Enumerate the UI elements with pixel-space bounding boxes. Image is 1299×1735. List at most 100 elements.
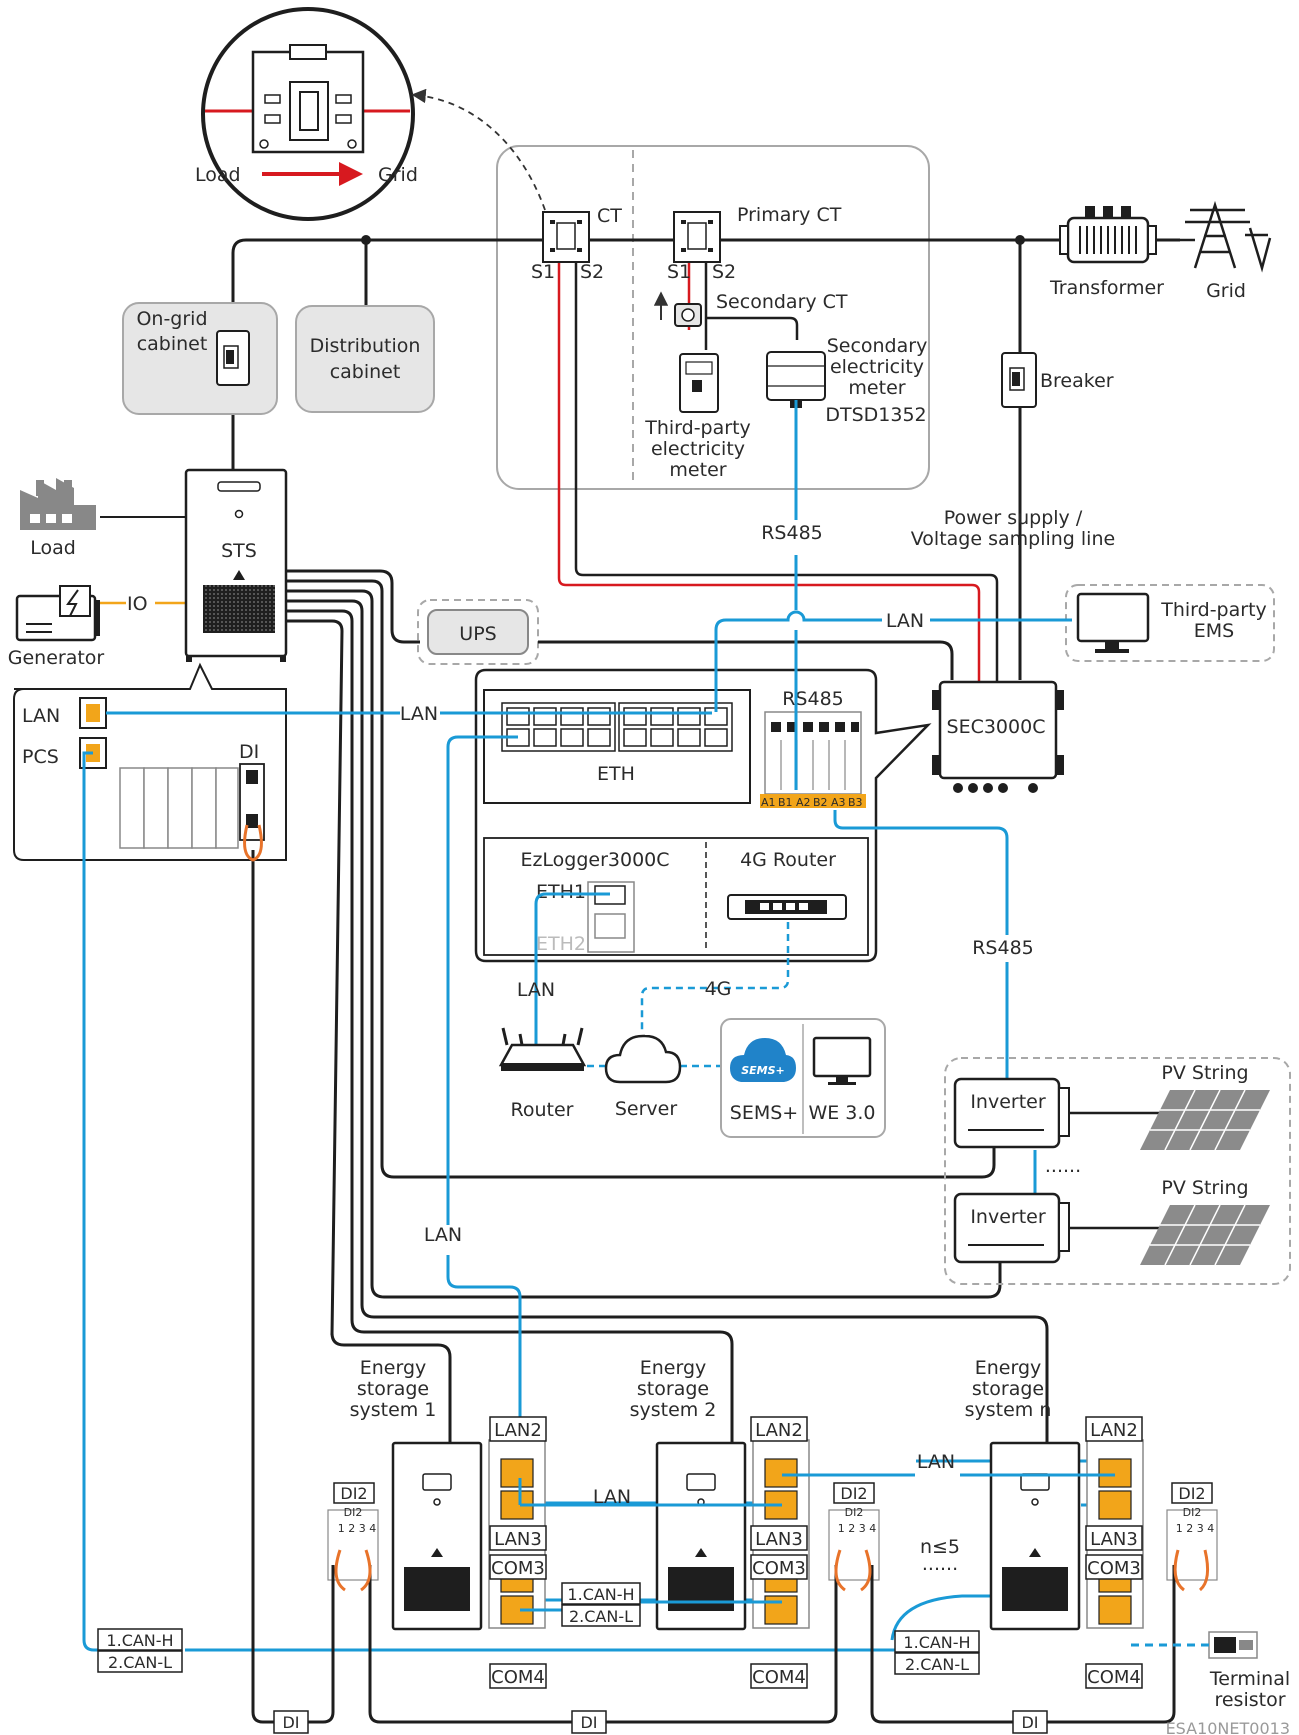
third-party-meter-line3: meter xyxy=(669,459,726,481)
can-h-2: 1.CAN-H xyxy=(567,1585,634,1604)
essn-di2-label: DI2 xyxy=(1178,1484,1205,1503)
can-h-1: 1.CAN-H xyxy=(106,1631,173,1650)
ess-count-dots: ...... xyxy=(922,1553,958,1575)
di-orange-wires xyxy=(243,824,1210,1592)
ct-s2-label: S2 xyxy=(580,261,604,283)
router-4g-device xyxy=(727,894,847,920)
rs485-terminal-label: RS485 xyxy=(782,688,844,710)
io-label: IO xyxy=(127,593,148,615)
third-party-meter-line2: electricity xyxy=(651,438,745,460)
essn-title-1: Energy xyxy=(975,1357,1042,1379)
di-tag-1: DI xyxy=(282,1713,299,1732)
ess1-title-1: Energy xyxy=(360,1357,427,1379)
ess-1-cabinet xyxy=(391,1441,483,1631)
ct-signal-wires xyxy=(557,260,999,682)
sts-cabinet xyxy=(184,468,288,662)
generator-icon xyxy=(15,585,100,642)
eth1-label: ETH1 xyxy=(536,881,586,903)
ess1-lan2: LAN2 xyxy=(494,1420,542,1441)
we-label: WE 3.0 xyxy=(808,1102,875,1124)
ezlogger-label: EzLogger3000C xyxy=(520,849,669,871)
can-l-3: 2.CAN-L xyxy=(905,1655,969,1674)
ess1-com3: COM3 xyxy=(491,1558,545,1579)
generator-label: Generator xyxy=(8,647,105,669)
essn-di-pins: 1 2 3 4 xyxy=(1176,1522,1214,1535)
inset-pointer-arrow xyxy=(411,88,546,211)
ess2-com3: COM3 xyxy=(752,1558,806,1579)
grid-label: Grid xyxy=(1206,280,1246,302)
ess2-lan2: LAN2 xyxy=(755,1420,803,1441)
breaker-icon xyxy=(1001,352,1037,408)
power-supply-line1: Power supply / xyxy=(944,507,1083,529)
router-label: Router xyxy=(511,1099,574,1121)
inset-grid-label: Grid xyxy=(378,164,418,186)
primary-ct-s2-label: S2 xyxy=(712,261,736,283)
sts-panel-lan: LAN xyxy=(22,705,60,727)
inverter-2 xyxy=(953,1192,1070,1264)
essn-com4: COM4 xyxy=(1087,1667,1141,1688)
grid-tower-icon xyxy=(1180,200,1272,273)
pv-ellipsis: ...... xyxy=(1045,1155,1081,1177)
essn-title-2: storage xyxy=(972,1378,1044,1400)
sts-panel-di: DI xyxy=(239,741,259,763)
eth2-label: ETH2 xyxy=(536,933,586,955)
port-b3: B3 xyxy=(848,796,863,809)
ess-2-cabinet xyxy=(655,1441,747,1631)
port-b2: B2 xyxy=(813,796,828,809)
rs485-top-label: RS485 xyxy=(761,522,823,544)
sts-label: STS xyxy=(221,540,257,562)
distribution-cabinet xyxy=(295,305,435,413)
inset-load-label: Load xyxy=(195,164,241,186)
inverter-2-label: Inverter xyxy=(970,1206,1046,1228)
ess-lan-links xyxy=(518,1473,1115,1612)
terminal-resistor-line2: resistor xyxy=(1214,1689,1285,1711)
server-cloud-icon xyxy=(604,1034,682,1084)
di-tag-3: DI xyxy=(1021,1713,1038,1732)
power-supply-line2: Voltage sampling line xyxy=(911,528,1115,550)
on-grid-cabinet-line1: On-grid xyxy=(136,308,207,330)
ems-line1: Third-party xyxy=(1160,599,1267,621)
ess1-di2-label: DI2 xyxy=(340,1484,367,1503)
ups-label: UPS xyxy=(459,623,496,645)
third-party-meter-line1: Third-party xyxy=(644,417,751,439)
server-label: Server xyxy=(615,1098,677,1120)
secondary-meter-model: DTSD1352 xyxy=(825,404,926,426)
ct-s1-label: S1 xyxy=(531,261,555,283)
ess-n-cabinet xyxy=(989,1441,1081,1631)
sems-logo-text: SEMS+ xyxy=(741,1064,785,1077)
di-tag-boxes xyxy=(273,1710,1048,1734)
third-party-ems-box xyxy=(1065,584,1275,662)
ess2-di2-small: DI2 xyxy=(845,1506,864,1519)
ct-label: CT xyxy=(597,205,622,227)
port-a2: A2 xyxy=(796,796,811,809)
third-party-meter-device xyxy=(679,353,719,413)
ups-box xyxy=(417,599,539,665)
breaker-label: Breaker xyxy=(1040,370,1114,392)
port-a3: A3 xyxy=(831,796,846,809)
load-label: Load xyxy=(30,537,76,559)
sts-panel-pcs: PCS xyxy=(22,746,59,768)
distribution-cabinet-line2: cabinet xyxy=(330,361,401,383)
ess2-di-pins: 1 2 3 4 xyxy=(838,1522,876,1535)
ct-device xyxy=(542,211,590,263)
pv-string-1-panels xyxy=(1140,1089,1270,1151)
terminal-resistor-icon xyxy=(1208,1631,1258,1659)
transformer-icon xyxy=(1059,206,1157,264)
distribution-cabinet-line1: Distribution xyxy=(310,335,421,357)
essn-com3: COM3 xyxy=(1087,1558,1141,1579)
lan-router-label: LAN xyxy=(517,979,555,1001)
ess1-title-3: system 1 xyxy=(350,1399,437,1421)
on-grid-cabinet-line2: cabinet xyxy=(137,333,208,355)
essn-title-3: system n xyxy=(965,1399,1052,1421)
ems-line2: EMS xyxy=(1194,620,1234,642)
ess1-com4: COM4 xyxy=(491,1667,545,1688)
router-icon xyxy=(498,1027,587,1071)
can-l-1: 2.CAN-L xyxy=(108,1653,172,1672)
can-label-boxes xyxy=(97,1582,980,1675)
sems-label: SEMS+ xyxy=(730,1102,798,1124)
pv-string-1-label: PV String xyxy=(1161,1062,1248,1084)
lan-ems-label: LAN xyxy=(886,610,924,632)
link-4g-label: 4G xyxy=(705,978,732,1000)
transformer-label: Transformer xyxy=(1049,277,1164,299)
ess-power-cables xyxy=(286,569,1049,1448)
